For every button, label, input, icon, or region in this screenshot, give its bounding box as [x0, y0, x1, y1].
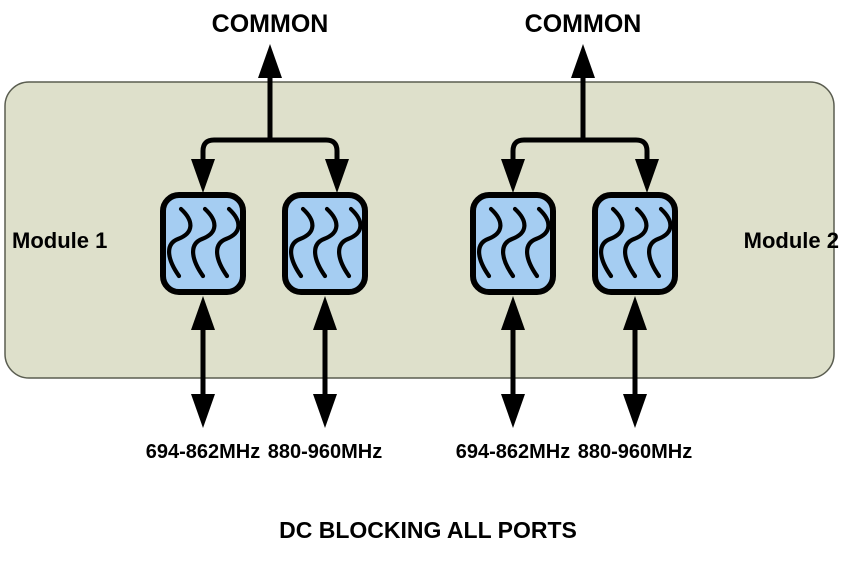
arrow-down-icon [501, 159, 525, 193]
arrow-up-icon [623, 296, 647, 330]
filter-block-4[interactable] [592, 192, 678, 295]
arrow-up-icon [571, 44, 595, 78]
filter-block-3[interactable] [470, 192, 556, 295]
module-label-2: Module 2 [744, 228, 839, 253]
filter-block-2[interactable] [282, 192, 368, 295]
arrow-down-icon [623, 394, 647, 428]
arrow-down-icon [191, 394, 215, 428]
filter-block-1[interactable] [160, 192, 246, 295]
filter-squiggle-icon [167, 206, 241, 279]
band-label-4: 880-960MHz [578, 441, 693, 463]
dc-blocking-note: DC BLOCKING ALL PORTS [279, 517, 577, 543]
arrow-down-icon [635, 159, 659, 193]
arrow-up-icon [258, 44, 282, 78]
arrow-up-icon [191, 296, 215, 330]
common-feed-module-1 [191, 44, 349, 193]
filter-squiggle-icon [599, 206, 673, 279]
splitter-tee-icon [510, 137, 650, 175]
arrow-up-icon [501, 296, 525, 330]
arrow-down-icon [313, 394, 337, 428]
arrow-up-icon [313, 296, 337, 330]
splitter-tee-icon [200, 137, 340, 175]
arrow-down-icon [191, 159, 215, 193]
port-arrows [191, 296, 647, 428]
band-label-3: 694-862MHz [456, 441, 571, 463]
band-label-2: 880-960MHz [268, 441, 383, 463]
filter-squiggle-icon [477, 206, 551, 279]
common-port-label-1: COMMON [212, 10, 329, 38]
arrow-down-icon [325, 159, 349, 193]
common-port-label-2: COMMON [525, 10, 642, 38]
common-feed-module-2 [501, 44, 659, 193]
band-label-1: 694-862MHz [146, 441, 261, 463]
enclosure-panel [4, 81, 835, 379]
filter-squiggle-icon [289, 206, 363, 279]
module-label-1: Module 1 [12, 228, 107, 253]
arrow-down-icon [501, 394, 525, 428]
